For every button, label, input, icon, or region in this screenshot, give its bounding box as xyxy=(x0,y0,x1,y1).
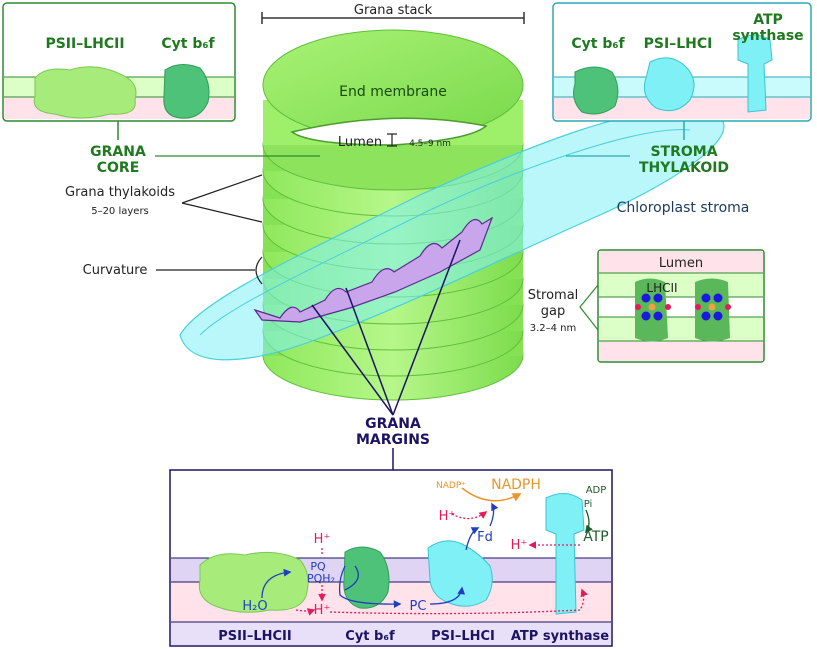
stroma-thylakoid-sheet xyxy=(179,108,725,361)
grana-margins-label-2: MARGINS xyxy=(356,432,430,448)
stroma-cyt-label: Cyt b₆f xyxy=(571,36,625,52)
hplus-to-nadph-arrow xyxy=(451,511,488,520)
grana-stack-label: Grana stack xyxy=(354,3,433,18)
grana-layers-label: 5–20 layers xyxy=(91,206,149,217)
stroma-atp-label-1: ATP xyxy=(753,12,783,28)
grana-margins-pointers xyxy=(311,239,461,416)
hplus-bottom: H⁺ xyxy=(314,603,331,618)
bottom-cyt-shape xyxy=(343,546,390,609)
hplus-nadp: H⁺ xyxy=(439,509,456,524)
fd-to-nadp-arrow xyxy=(489,502,499,527)
stroma-thylakoid-box: Cyt b₆f PSI–LHCI ATP synthase xyxy=(552,2,812,122)
stromal-gap-pointer xyxy=(579,284,599,331)
stroma-thylakoid-label-2: THYLAKOID xyxy=(639,160,729,176)
lhcii-label: LHCII xyxy=(646,281,677,295)
h2o-arrow xyxy=(261,568,292,599)
curvature-bracket xyxy=(255,256,263,285)
stromal-gap-label-2: gap xyxy=(541,304,565,319)
q-cycle-arrow xyxy=(344,565,359,591)
grana-thylakoids-label: Grana thylakoids xyxy=(65,185,175,200)
pqh2-to-pc-arrow xyxy=(338,565,402,609)
bottom-cyt-label: Cyt b₆f xyxy=(345,629,395,644)
end-membrane-label: End membrane xyxy=(339,84,447,100)
stroma-thylakoid-label-1: STROMA xyxy=(650,144,717,160)
lumen-width-label: 4.5–9 nm xyxy=(409,139,451,149)
grana-stack-bar: Grana stack xyxy=(261,3,525,24)
grana-thylakoids-pointer-1 xyxy=(181,174,263,204)
pi-label: Pi xyxy=(584,499,593,510)
pc-to-psi-arrow xyxy=(429,586,466,605)
h2o-label: H₂O xyxy=(242,599,267,614)
bottom-psii-shape xyxy=(198,551,309,613)
core-cyt-label: Cyt b₆f xyxy=(161,36,215,52)
curvature-label: Curvature xyxy=(83,263,148,278)
grana-margins-shapes xyxy=(253,216,494,323)
grana-margins-label-1: GRANA xyxy=(365,416,421,432)
pq-label: PQ xyxy=(310,560,326,573)
stromal-gap-inset: Lumen LHCII xyxy=(597,249,765,363)
electron-transport-panel: PSII–LHCII Cyt b₆f PSI–LHCI ATP synthase… xyxy=(169,469,613,647)
nadp-to-nadph-arrow xyxy=(461,487,522,502)
nadp-label: NADP⁺ xyxy=(436,481,466,491)
bottom-atp-synthase-shape xyxy=(545,493,585,615)
bottom-psii-label: PSII–LHCII xyxy=(218,629,291,644)
stroma-atp-label-2: synthase xyxy=(732,28,803,44)
pc-label: PC xyxy=(410,599,427,614)
hplus-lumen-arrow xyxy=(329,588,588,615)
chloroplast-stroma-label: Chloroplast stroma xyxy=(617,200,750,216)
lumen-annotation: Lumen 4.5–9 nm End membrane xyxy=(290,84,488,150)
hplus-atp: H⁺ xyxy=(511,538,528,553)
core-psii-label: PSII–LHCII xyxy=(45,36,124,52)
grana-core-label-2: CORE xyxy=(97,160,140,176)
hplus-top-left: H⁺ xyxy=(314,532,331,547)
bottom-psi-shape xyxy=(427,540,493,607)
grana-core-box: PSII–LHCII Cyt b₆f xyxy=(2,2,236,122)
inset-lumen-label: Lumen xyxy=(659,256,703,271)
stromal-gap-width-label: 3.2–4 nm xyxy=(530,323,577,334)
bottom-psi-label: PSI–LHCI xyxy=(431,629,495,644)
bottom-atp-label: ATP synthase xyxy=(511,629,609,644)
lhcii-dots xyxy=(635,293,731,321)
adp-to-atp-arrow xyxy=(585,509,593,534)
grana-core-label-1: GRANA xyxy=(90,144,146,160)
psi-to-fd-arrow xyxy=(465,527,480,551)
pqh2-label: PQH₂ xyxy=(307,572,335,585)
stroma-psi-label: PSI–LHCI xyxy=(644,36,713,52)
grana-thylakoids-pointer-2 xyxy=(181,202,263,223)
stromal-gap-label-1: Stromal xyxy=(528,288,579,303)
nadph-label: NADPH xyxy=(491,477,541,493)
h2o-to-hplus-arrow xyxy=(295,608,316,616)
adp-label: ADP xyxy=(586,485,607,496)
lumen-label: Lumen xyxy=(338,135,382,150)
fd-label: Fd xyxy=(477,530,493,545)
